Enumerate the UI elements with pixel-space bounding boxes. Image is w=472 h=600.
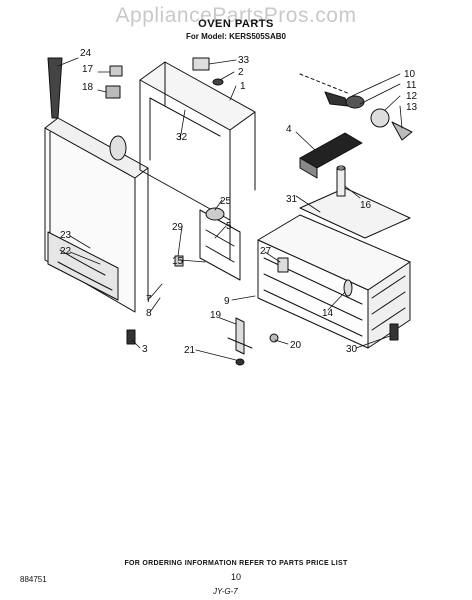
callout-32: 32 (176, 132, 188, 143)
document-number: 884751 (20, 575, 47, 584)
vent-duct (299, 132, 363, 179)
callout-4: 4 (286, 124, 292, 135)
callout-13: 13 (406, 102, 418, 113)
revision-code: JY-G-7 (213, 587, 238, 596)
callout-labels: 24 17 18 33 2 1 32 10 11 12 13 4 31 16 2… (60, 48, 418, 356)
callout-29: 29 (172, 222, 184, 233)
callout-1: 1 (240, 81, 246, 92)
callout-12: 12 (406, 91, 418, 102)
callout-24: 24 (80, 48, 92, 59)
callout-16: 16 (360, 200, 372, 211)
oven-cavity (257, 214, 411, 349)
callout-30: 30 (346, 344, 358, 355)
callout-21: 21 (184, 345, 196, 356)
callout-20: 20 (290, 340, 302, 351)
callout-31: 31 (286, 194, 298, 205)
callout-14: 14 (322, 308, 334, 319)
callout-22: 22 (60, 246, 72, 257)
callout-10: 10 (404, 69, 416, 80)
lower-bracket (227, 317, 253, 366)
page-number: 10 (230, 572, 241, 582)
bake-element-post (336, 165, 346, 197)
callout-5: 5 (226, 221, 232, 232)
callout-27: 27 (260, 246, 272, 257)
callout-19: 19 (210, 310, 222, 321)
callout-8: 8 (146, 308, 152, 319)
callout-17: 17 (82, 64, 94, 75)
callout-25: 25 (220, 196, 232, 207)
callout-33: 33 (238, 55, 250, 66)
callout-18: 18 (82, 82, 94, 93)
callout-2: 2 (238, 67, 244, 78)
ordering-note: FOR ORDERING INFORMATION REFER TO PARTS … (124, 560, 348, 567)
leader-lines (57, 57, 403, 361)
oven-cabinet (44, 117, 149, 313)
watermark-text: AppliancePartsPros.com (115, 4, 357, 27)
callout-23: 23 (60, 230, 72, 241)
model-subtitle: For Model: KERS505SAB0 (185, 32, 287, 41)
hinge-parts (174, 207, 225, 267)
callout-9: 9 (224, 296, 230, 307)
callout-15: 15 (172, 256, 184, 267)
oven-bottom-panel (299, 187, 411, 239)
callout-11: 11 (406, 80, 417, 91)
callout-3: 3 (142, 344, 148, 355)
oven-light-assembly (299, 73, 413, 141)
top-small-parts (192, 57, 224, 86)
callout-7: 7 (146, 294, 152, 305)
left-small-parts (47, 57, 123, 119)
oven-frame (139, 61, 256, 281)
diagram-title: OVEN PARTS (198, 18, 274, 30)
